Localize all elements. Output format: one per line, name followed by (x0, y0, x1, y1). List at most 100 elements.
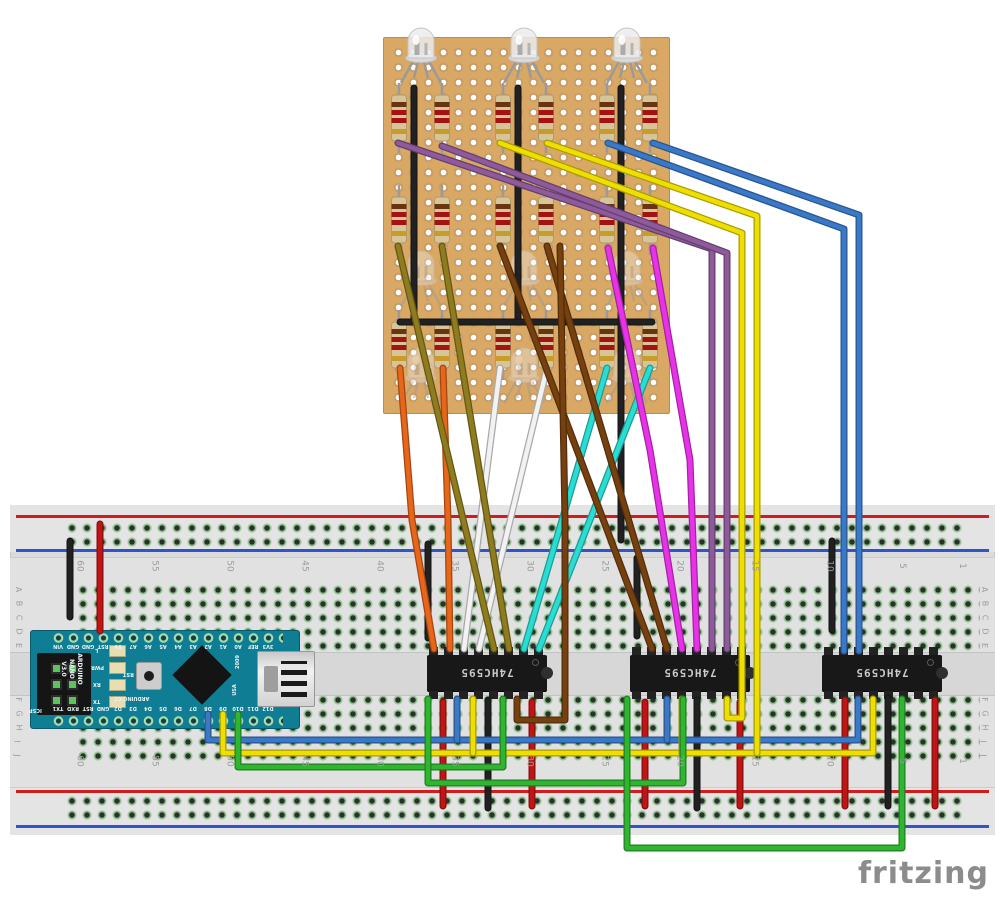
wire-led-white-1-core (461, 365, 503, 652)
resistor[interactable] (434, 185, 450, 255)
nano-pin-label: REF (247, 643, 259, 649)
nano-pin-label: GND (81, 643, 95, 649)
column-number: 35 (449, 755, 460, 767)
shift-register-1[interactable]: 74HC595 (427, 647, 553, 699)
wire-led-purple-2-core (439, 143, 730, 652)
wire-latch-green-1-core (235, 696, 506, 770)
wire-led-magenta-2-core (650, 245, 700, 652)
nano-pin-label: A7 (129, 643, 137, 649)
reset-button[interactable] (136, 662, 162, 690)
wire-clock-yellow-main-core (220, 696, 876, 756)
chip2-notch (744, 667, 756, 679)
nano-pin-label: 3V3 (262, 643, 274, 649)
chip3-pin1-mark (927, 659, 934, 666)
column-number: 25 (599, 755, 610, 767)
chip3-bottom-pins (824, 691, 940, 699)
column-number: 60 (74, 560, 85, 572)
row-letter: H (14, 724, 24, 731)
top-rail-holes[interactable] (64, 521, 964, 549)
row-letter: A (980, 586, 990, 593)
wire-led-cyan-2-core (536, 365, 653, 652)
column-number: 1 (956, 758, 967, 764)
icsp-header[interactable] (37, 653, 91, 715)
rgb-led[interactable] (399, 27, 443, 84)
nano-pin-label: RST (82, 705, 94, 711)
row-letter: D (980, 628, 990, 635)
resistor[interactable] (599, 185, 615, 255)
nano-pin-label: GND (96, 705, 110, 711)
wire-led-blue-1-core (605, 140, 847, 654)
nano-pin-label: D10 (232, 705, 244, 711)
nano-pin-label: RST (97, 643, 109, 649)
wire-led-purple-2[interactable] (438, 142, 731, 653)
nano-pin-row-top[interactable] (51, 631, 283, 645)
row-letter: E (980, 642, 990, 649)
wire-data-blue-main-core (205, 696, 861, 743)
led-TX (109, 696, 126, 708)
nano-pin-label: D3 (129, 705, 137, 711)
nano-pin-label: A5 (159, 643, 167, 649)
row-letter: G (14, 710, 24, 717)
nano-pin-label: D9 (219, 705, 227, 711)
chip1-bottom-pins (429, 691, 545, 699)
resistor[interactable] (391, 185, 407, 255)
resistor[interactable] (495, 185, 511, 255)
row-letter: E (14, 642, 24, 649)
column-number: 10 (824, 755, 835, 767)
resistor[interactable] (495, 83, 511, 153)
column-number: 10 (824, 560, 835, 572)
bottom-rail-red-line (16, 790, 989, 793)
nano-pin-label: 5V (114, 643, 122, 649)
wire-led-magenta-1-core (605, 245, 685, 652)
top-rail-red-line (16, 515, 989, 518)
wire-led-white-2-core (476, 365, 550, 652)
nano-pin-label: D8 (204, 705, 212, 711)
row-letter: C (980, 614, 990, 621)
led-PWR (109, 662, 126, 674)
shift-register-2[interactable]: 74HC595 (630, 647, 756, 699)
rgb-led[interactable] (605, 27, 649, 84)
row-letter: J (12, 754, 22, 757)
column-number: 15 (749, 755, 760, 767)
column-number: 5 (896, 563, 907, 569)
chip2-top-pins (632, 647, 748, 655)
wire-led-orange-1-core (397, 365, 437, 652)
column-number: 35 (449, 560, 460, 572)
rgb-led[interactable] (502, 347, 546, 404)
resistor[interactable] (434, 83, 450, 153)
wire-led-blue-2-core (650, 140, 862, 654)
nano-pin-label: D12 (262, 705, 274, 711)
column-number: 55 (149, 755, 160, 767)
nano-pin-label: A6 (144, 643, 152, 649)
arduino-nano[interactable]: ICSP ARDUINO NANO V3.0 L PWR RX TX RST A… (29, 630, 315, 729)
wire-latch-green-2-core (425, 696, 686, 786)
fritzing-watermark: fritzing (857, 856, 989, 891)
row-letter: F (979, 697, 989, 702)
column-number: 20 (674, 560, 685, 572)
wire-led-yellow-1-core (497, 140, 745, 721)
column-number: 45 (299, 560, 310, 572)
bottom-rail-holes[interactable] (64, 794, 964, 822)
wire-led-yellow-2-core (544, 140, 760, 756)
column-number: 40 (374, 755, 385, 767)
chip1-notch (541, 667, 553, 679)
nano-pin-label: D4 (144, 705, 152, 711)
nano-pin-label: A4 (174, 643, 182, 649)
led-RX (109, 679, 126, 691)
wire-clock-yellow-main[interactable] (219, 695, 877, 757)
wire-led-brown-2-core (544, 243, 670, 652)
chip3-top-pins (824, 647, 940, 655)
wire-led-brown-1-core (497, 243, 655, 652)
wire-led-brown-3-core (514, 243, 568, 723)
row-letter: B (980, 600, 990, 607)
nano-pin-label: D5 (159, 705, 167, 711)
column-number: 30 (524, 755, 535, 767)
row-letter: J (978, 754, 988, 757)
wire-latch-green-1[interactable] (234, 695, 507, 771)
rgb-led[interactable] (502, 27, 546, 84)
nano-pin-label: D7 (189, 705, 197, 711)
row-letter: B (14, 600, 24, 607)
nano-pin-label: A0 (234, 643, 242, 649)
shift-register-3[interactable]: 74HC595 (822, 647, 948, 699)
